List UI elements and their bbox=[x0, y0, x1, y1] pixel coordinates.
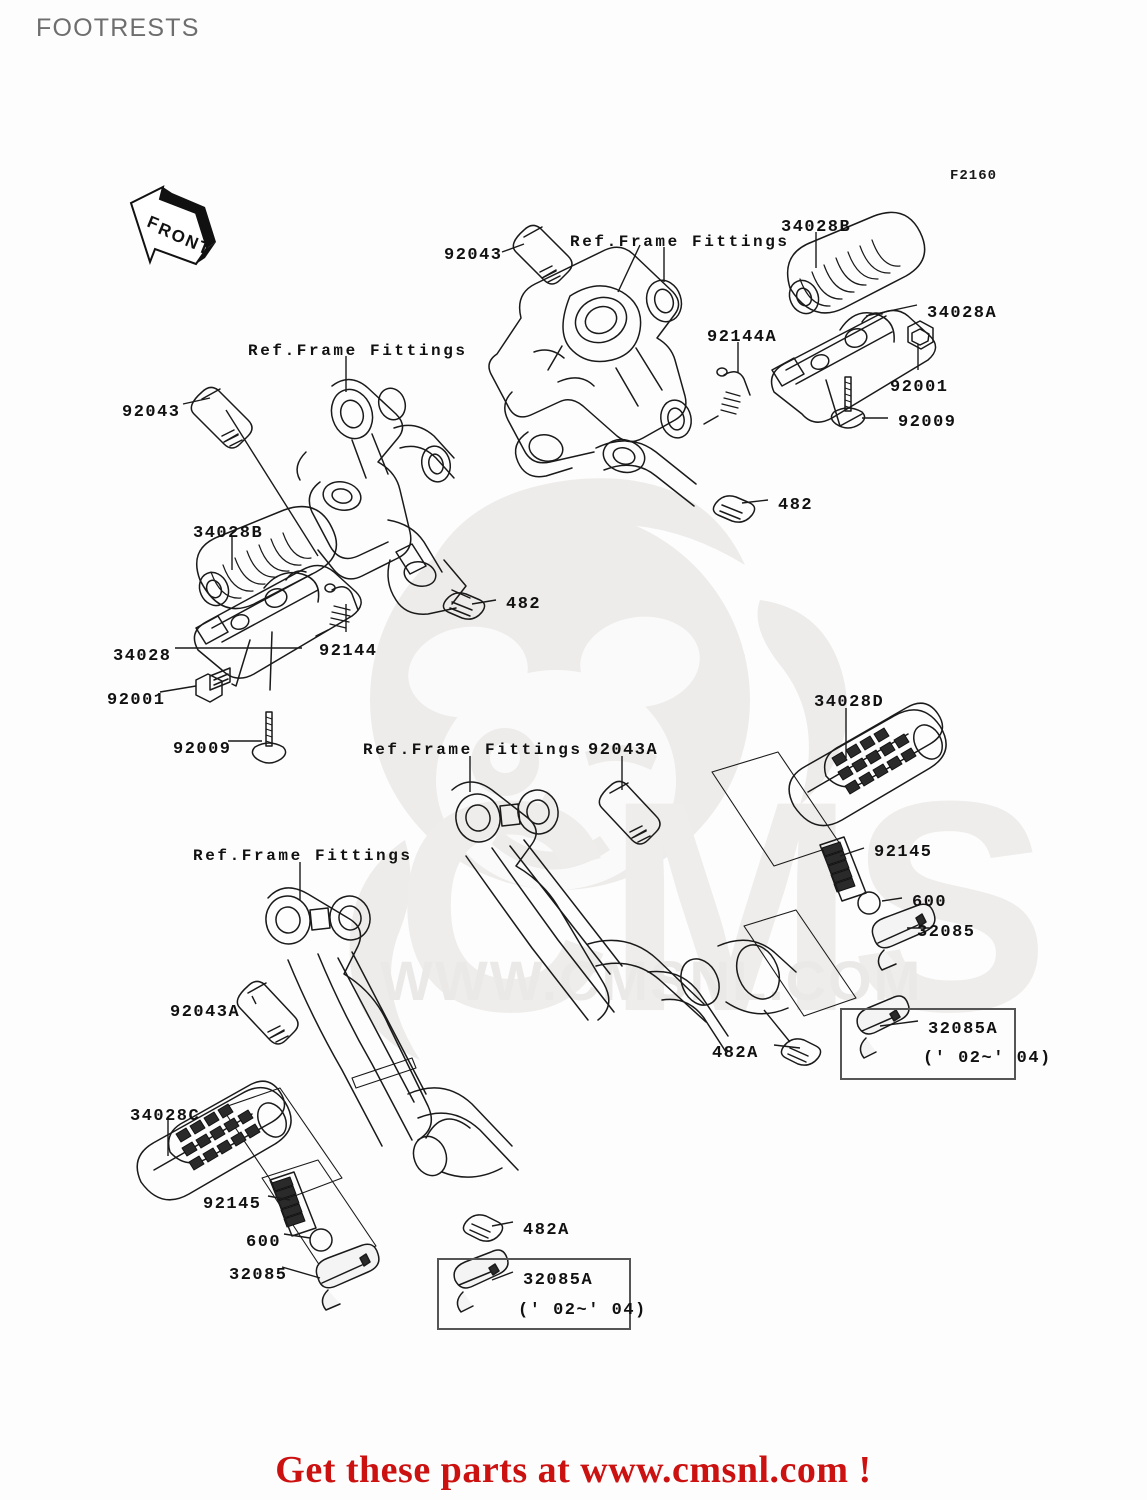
part-label-600: 600 bbox=[246, 1233, 282, 1252]
part-label-92144: 92144 bbox=[319, 642, 378, 661]
ref-label-ref-frame-fittings: Ref.Frame Fittings bbox=[363, 741, 583, 759]
part-label-482a: 482A bbox=[523, 1221, 570, 1240]
part-label-92145: 92145 bbox=[874, 843, 933, 862]
part-label-92043: 92043 bbox=[444, 246, 503, 265]
svg-text:T: T bbox=[196, 237, 213, 259]
part-label-32085: 32085 bbox=[229, 1266, 288, 1285]
part-label-34028b: 34028B bbox=[781, 218, 852, 237]
part-label-92043a: 92043A bbox=[588, 741, 659, 760]
part-label-92009: 92009 bbox=[173, 740, 232, 759]
footer-promo-text: Get these parts at www.cmsnl.com ! bbox=[275, 1449, 872, 1491]
part-label-482: 482 bbox=[506, 595, 542, 614]
inset-box-right bbox=[840, 1008, 1016, 1080]
inset-part-label-32085a: 32085A bbox=[523, 1271, 594, 1290]
part-label-92001: 92001 bbox=[107, 691, 166, 710]
part-label-600: 600 bbox=[912, 893, 948, 912]
part-label-92001: 92001 bbox=[890, 378, 949, 397]
part-label-482a: 482A bbox=[712, 1044, 759, 1063]
svg-text:F: F bbox=[145, 212, 162, 234]
part-label-34028b: 34028B bbox=[193, 524, 264, 543]
ref-label-ref-frame-fittings: Ref.Frame Fittings bbox=[248, 342, 468, 360]
part-label-34028: 34028 bbox=[113, 647, 172, 666]
svg-text:R: R bbox=[156, 219, 175, 241]
watermark-url: WWW.CMSNL.COM bbox=[380, 949, 922, 1012]
inset-years-label-1: (' 02~' 04) bbox=[518, 1301, 647, 1320]
ref-label-ref-frame-fittings: Ref.Frame Fittings bbox=[193, 847, 413, 865]
ref-label-ref-frame-fittings: Ref.Frame Fittings bbox=[570, 233, 790, 251]
part-label-92145: 92145 bbox=[203, 1195, 262, 1214]
part-label-32085: 32085 bbox=[917, 923, 976, 942]
svg-text:N: N bbox=[183, 231, 202, 253]
part-label-482: 482 bbox=[778, 496, 814, 515]
part-label-92043: 92043 bbox=[122, 403, 181, 422]
part-label-34028a: 34028A bbox=[927, 304, 998, 323]
part-label-34028c: 34028C bbox=[130, 1107, 201, 1126]
svg-text:O: O bbox=[169, 225, 188, 248]
inset-years-label-0: (' 02~' 04) bbox=[923, 1049, 1052, 1068]
inset-box-bottom bbox=[437, 1258, 631, 1330]
page-title: FOOTRESTS bbox=[36, 14, 200, 42]
part-label-92043a: 92043A bbox=[170, 1003, 241, 1022]
part-label-34028d: 34028D bbox=[814, 693, 885, 712]
part-label-92009: 92009 bbox=[898, 413, 957, 432]
sheet-code: F2160 bbox=[950, 168, 998, 184]
inset-part-label-32085a: 32085A bbox=[928, 1020, 999, 1039]
part-label-92144a: 92144A bbox=[707, 328, 778, 347]
